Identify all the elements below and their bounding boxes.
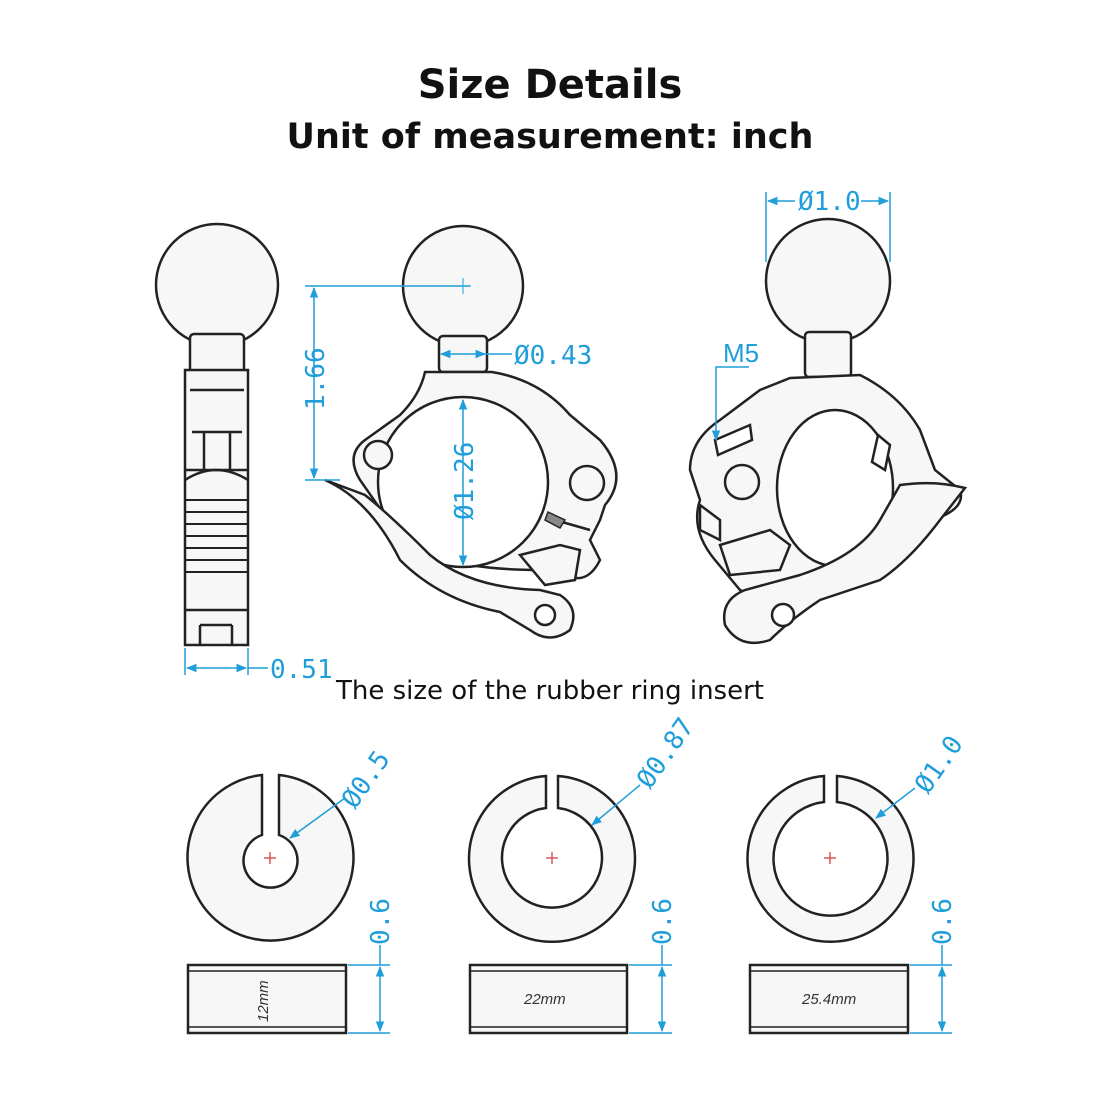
mount-side-view	[154, 222, 280, 647]
neck-label: Ø0.43	[514, 341, 592, 371]
page-title: Size Details	[417, 62, 683, 108]
ring-1-size-label: 12mm	[255, 980, 272, 1022]
ring-3-height-label: 0.6	[928, 898, 958, 945]
thread-label: M5	[723, 338, 759, 368]
front-lever	[324, 478, 575, 639]
ring-3-top-view	[746, 774, 915, 943]
mount-iso-view	[688, 217, 968, 645]
ring-3-size-label: 25.4mm	[801, 991, 856, 1008]
side-width-label: 0.51	[270, 655, 333, 685]
side-neck	[188, 332, 246, 376]
thread-callout: M5	[711, 338, 759, 442]
ring-1-height-label: 0.6	[366, 898, 396, 945]
ball-diameter-dimension: Ø1.0	[765, 187, 891, 262]
ring-2-height-dimension: 0.6	[629, 898, 678, 1034]
side-body	[183, 368, 250, 647]
unit-subtitle: Unit of measurement: inch	[286, 117, 814, 157]
height-label: 1.66	[301, 347, 331, 410]
front-height-dimension: 1.66	[301, 285, 470, 481]
ring-3-center-mark	[824, 852, 836, 864]
ring-2-height-label: 0.6	[648, 898, 678, 945]
ring-1-height-dimension: 0.6	[348, 898, 396, 1034]
side-ball	[154, 222, 280, 348]
side-width-dimension: 0.51	[184, 648, 333, 685]
ring-2-diameter-label: Ø0.87	[631, 713, 700, 794]
neck-dimension: Ø0.43	[439, 341, 592, 371]
ring-3-height-dimension: 0.6	[910, 898, 958, 1034]
iso-ball	[764, 217, 892, 345]
iso-neck	[803, 330, 853, 379]
ring-2-size-label: 22mm	[523, 991, 566, 1008]
ring-1-center-mark	[264, 852, 276, 864]
bore-label: Ø1.26	[450, 442, 480, 520]
ring-2-center-mark	[546, 852, 558, 864]
rubber-ring-section-label: The size of the rubber ring insert	[336, 676, 764, 706]
ring-3-diameter-label: Ø1.0	[909, 731, 969, 800]
ball-diameter-label: Ø1.0	[798, 187, 861, 217]
ring-2-side-view	[468, 963, 629, 1035]
bore-dimension: Ø1.26	[450, 398, 480, 567]
ring-1-side-view	[186, 963, 348, 1035]
ring-1-top-view	[186, 773, 355, 942]
mount-front-view	[324, 224, 618, 639]
ring-1-diameter-label: Ø0.5	[336, 746, 396, 815]
ring-3-side-view	[748, 963, 910, 1035]
